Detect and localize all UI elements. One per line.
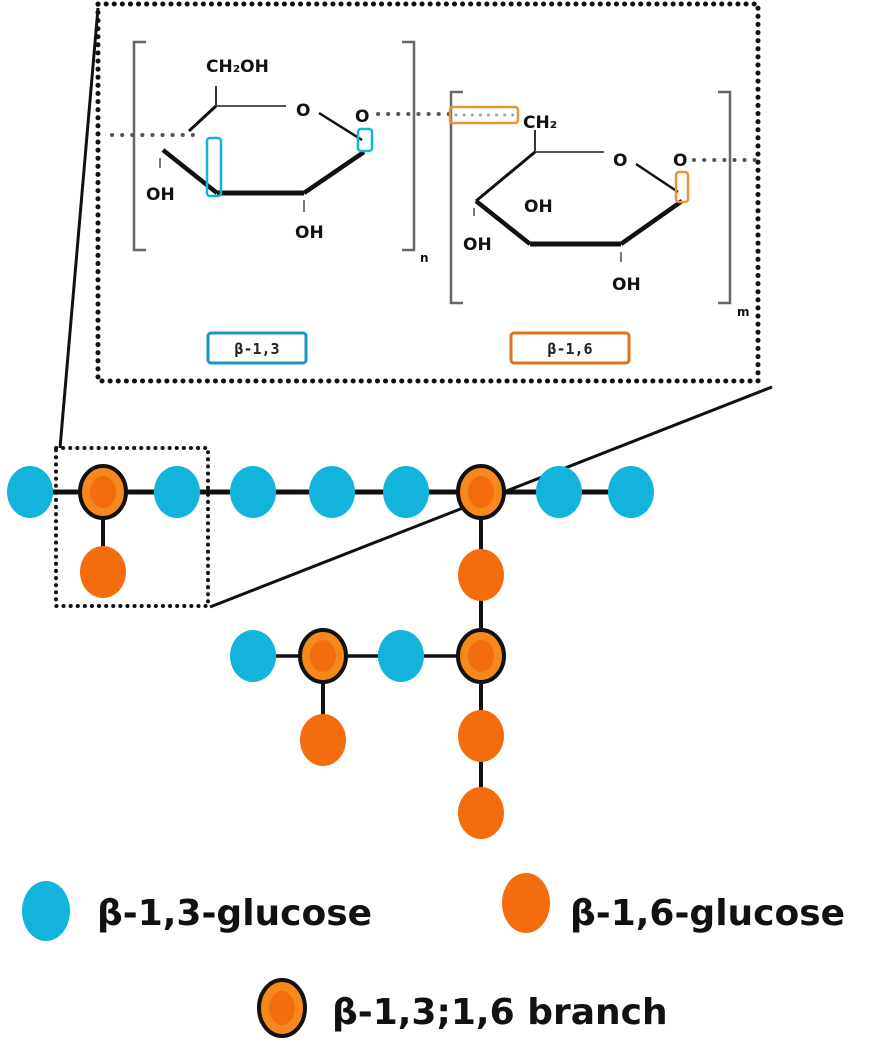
legend-item-beta13: β-1,3-glucose	[22, 881, 372, 941]
legend: β-1,3-glucose β-1,6-glucose β-1,3;1,6 br…	[22, 873, 845, 1038]
side-chain-b-node-beta16	[458, 710, 504, 762]
svg-text:β-1,6: β-1,6	[547, 340, 592, 358]
svg-text:O: O	[296, 101, 310, 121]
glucose-ring-unit2: CH₂ O O OH OH OH	[448, 105, 760, 295]
side-chain-c-node-beta13	[378, 630, 424, 682]
main-chain-node-beta13	[383, 466, 429, 518]
beta16-anomeric-highlight	[674, 170, 690, 204]
side-chain-a-node-beta16	[80, 546, 126, 598]
legend-item-branch: β-1,3;1,6 branch	[257, 978, 668, 1038]
bracket-right-unit2	[718, 90, 732, 305]
legend-swatch-branch-inner	[269, 991, 295, 1025]
side-chain-b-node-branch	[456, 628, 506, 684]
inset-panel: n CH₂OH O O OH OH m	[95, 1, 761, 384]
svg-text:β-1,3-glucose: β-1,3-glucose	[97, 893, 372, 934]
svg-text:OH: OH	[463, 235, 492, 255]
main-chain-node-beta13	[154, 466, 200, 518]
main-chain-node-beta13	[230, 466, 276, 518]
glucose-ring-unit1: CH₂OH O O OH OH	[110, 57, 458, 243]
svg-text:β-1,6-glucose: β-1,6-glucose	[570, 893, 845, 934]
bracket-right-unit1	[402, 40, 416, 252]
zoom-source-box	[54, 446, 210, 608]
svg-text:CH₂: CH₂	[523, 113, 557, 133]
beta16-bond-highlight	[448, 105, 520, 125]
zoom-connector-left	[58, 7, 100, 449]
svg-text:β-1,3;1,6 branch: β-1,3;1,6 branch	[332, 992, 668, 1033]
svg-text:CH₂OH: CH₂OH	[206, 57, 269, 77]
main-chain-node-branch	[456, 464, 506, 520]
bracket-left-unit2	[449, 90, 463, 305]
legend-swatch-beta16	[502, 873, 550, 933]
svg-text:O: O	[673, 151, 687, 171]
link-label-beta16: β-1,6	[509, 331, 631, 365]
svg-text:OH: OH	[524, 197, 553, 217]
nodes-layer	[7, 464, 654, 839]
bracket-left-unit1	[132, 40, 146, 252]
svg-text:OH: OH	[146, 185, 175, 205]
side-chain-b-node-beta16	[458, 549, 504, 601]
beta13-anomeric-highlight	[356, 127, 374, 153]
unit1-subscript: n	[420, 251, 429, 265]
beta13-bond-highlight	[205, 136, 223, 198]
main-chain-node-beta13	[536, 466, 582, 518]
inset-dotted-frame	[95, 1, 761, 384]
svg-text:β-1,3: β-1,3	[234, 340, 279, 358]
side-chain-c-node-branch	[298, 628, 348, 684]
main-chain-node-beta13	[7, 466, 53, 518]
legend-swatch-beta13	[22, 881, 70, 941]
legend-item-beta16: β-1,6-glucose	[502, 873, 845, 934]
side-chain-c-node-beta13	[230, 630, 276, 682]
svg-text:O: O	[613, 151, 627, 171]
unit2-subscript: m	[737, 305, 750, 319]
side-chain-b-node-beta16	[458, 787, 504, 839]
svg-text:OH: OH	[295, 223, 324, 243]
svg-text:O: O	[355, 107, 369, 127]
main-chain-node-beta13	[608, 466, 654, 518]
main-chain-node-branch	[78, 464, 128, 520]
svg-text:OH: OH	[612, 275, 641, 295]
link-label-beta13: β-1,3	[206, 331, 308, 365]
main-chain-node-beta13	[309, 466, 355, 518]
side-chain-c-pendant-node-beta16	[300, 714, 346, 766]
